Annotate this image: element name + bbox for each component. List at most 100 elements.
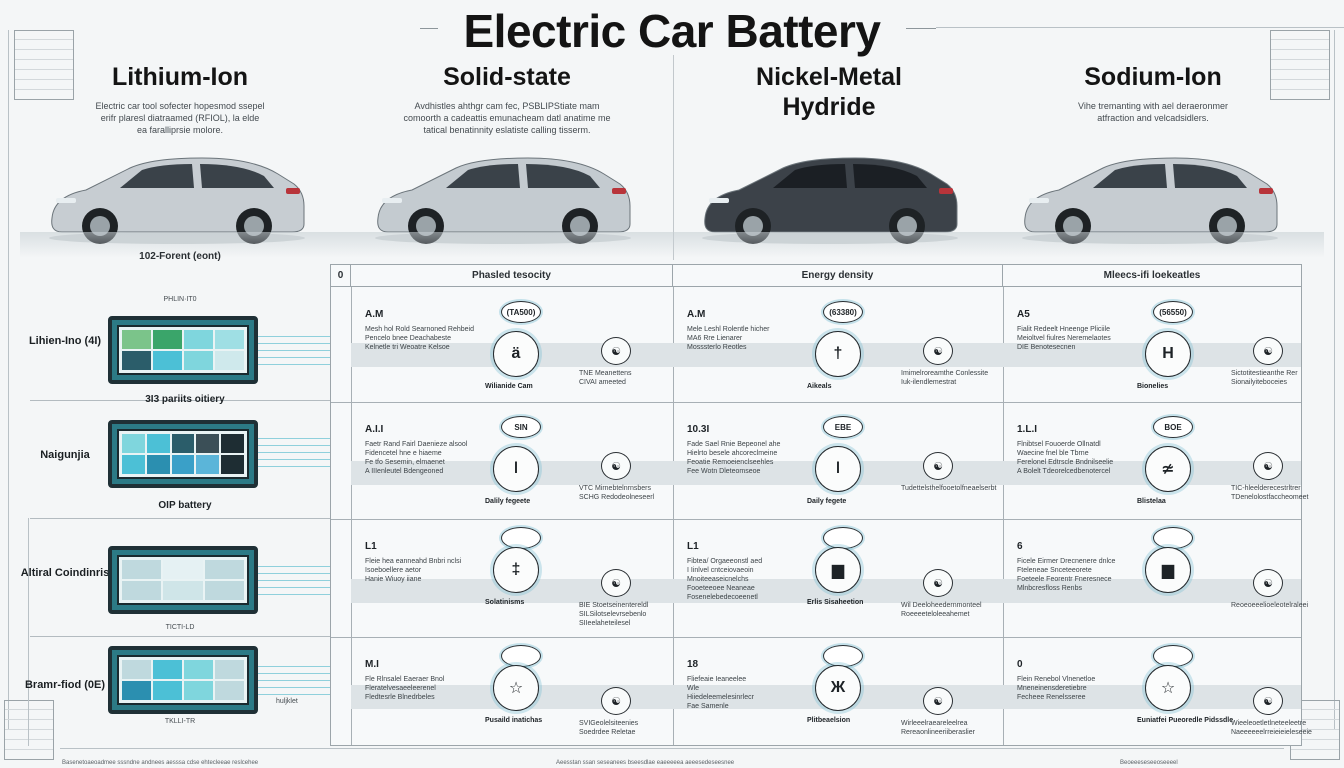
component-icon: ☯ <box>601 337 631 365</box>
value-badge-empty <box>823 527 863 549</box>
table-header: 0 Phasled tesocity Energy density Mleecs… <box>331 265 1301 287</box>
battery-tiny-caption: TKLLI-TR <box>164 718 196 725</box>
note-line: Roeeeeteloleeahemet <box>901 611 970 618</box>
note-line: SCHG Redodeolneseerl <box>579 494 655 501</box>
corner-decoration-tr <box>1270 30 1330 100</box>
component-icon: ☯ <box>601 687 631 715</box>
note-line: Sionailyiteboceies <box>1231 379 1288 386</box>
car-headlight <box>56 198 76 203</box>
icon-caption: Wilianide Cam <box>485 383 533 390</box>
battery-type-icon: † <box>815 331 861 377</box>
battery-type-icon: ▆ <box>1145 547 1191 593</box>
cell-line: Isoeboellere aetor <box>365 567 422 574</box>
note-line: Sictotitestieanthe Rer <box>1231 370 1298 377</box>
icon-caption: Dalily fegeete <box>485 498 531 505</box>
cell-code: 0 <box>1017 659 1023 670</box>
desc-line: atfraction and velcadsidlers. <box>1097 113 1209 123</box>
note-line: SILSilotselevrsebenlo <box>579 611 647 618</box>
car-window <box>526 164 600 188</box>
cell-line: Fidencetel hne e hiaeme <box>365 450 442 457</box>
column-description: Electric car tool sofecter hopesmod ssep… <box>30 100 330 136</box>
battery-type-icon: ‡ <box>493 547 539 593</box>
column-header-lithium-ion: Lithium-Ion Electric car tool sofecter h… <box>30 62 330 136</box>
value-badge-empty <box>823 645 863 667</box>
battery-pack-1 <box>108 316 258 384</box>
battery-type-icon: Ж <box>815 665 861 711</box>
row-separator <box>30 400 330 401</box>
cell-code: A.I.I <box>365 424 384 435</box>
battery-wires <box>258 330 330 370</box>
cell-line: Fe tfo Sesemin, elmaenet <box>365 459 445 466</box>
icon-caption: Blistelaa <box>1137 498 1166 505</box>
cell-code: L1 <box>365 541 377 552</box>
battery-wires <box>258 660 330 700</box>
desc-line: ea faralliprsie molore. <box>136 125 224 135</box>
table-header-col: Phasled tesocity <box>351 265 673 287</box>
battery-cells <box>117 325 249 375</box>
cell-line: Hanie Wiuoy iiane <box>365 576 422 583</box>
cell-code: A5 <box>1017 309 1030 320</box>
column-description: Avdhistles ahthgr cam fec, PSBLIPStiate … <box>357 100 657 136</box>
component-icon: ☯ <box>1253 687 1283 715</box>
right-caption: huljklet <box>276 698 298 705</box>
icon-caption: Bionelies <box>1137 383 1169 390</box>
cell-code: 18 <box>687 659 699 670</box>
cell-line: Foeteele Feorentr Fneresnece <box>1017 576 1112 583</box>
car-floor-shadow <box>20 232 1324 258</box>
cell-line: Fee Wotn Dleteomseoe <box>687 468 761 475</box>
note-line: Wil Deeloheedernmonteel <box>901 602 982 609</box>
cell-line: I Iinlvel cntceiovaeoin <box>687 567 754 574</box>
note-line: CIVAI ameeted <box>579 379 626 386</box>
cell-line: Mlnbcresfloss Renbs <box>1017 585 1082 592</box>
cell-line: Hielrto besele ahcoreclmeine <box>687 450 778 457</box>
note-line: BIE Stoetseinentereldl <box>579 602 649 609</box>
battery-cells <box>117 429 249 479</box>
row-separator <box>30 518 330 519</box>
icon-caption: Euniatfei Pueoredle Pidssdle <box>1137 717 1234 724</box>
form-label: 102-Forent (eont) <box>139 251 221 262</box>
battery-tiny-caption: TICTI-LD <box>165 624 195 631</box>
car-headlight <box>382 198 402 203</box>
cell-code: A.M <box>365 309 384 320</box>
cell-line: Fle Rlnsalel Eaeraer Bnol <box>365 676 445 683</box>
component-icon: ☯ <box>923 687 953 715</box>
cell-line: Fleie hea eanneahd Bnbri nclsi <box>365 558 462 565</box>
cell-line: MA6 Rre Lienarer <box>687 335 743 342</box>
cell-line: A Bolelt Tdeorelcedbenotercel <box>1017 468 1111 475</box>
corner-decoration-bl <box>4 700 54 760</box>
cell-code: M.I <box>365 659 379 670</box>
battery-wires <box>258 560 330 600</box>
value-badge-empty <box>1153 527 1193 549</box>
row-separator <box>30 636 330 637</box>
table-vline <box>351 287 352 745</box>
battery-type-icon: ǀ <box>493 446 539 492</box>
cell-line: Fade Sael Rnie Bepeonel ahe <box>687 441 781 448</box>
car-taillight <box>1259 188 1273 194</box>
cell-code: 10.3I <box>687 424 710 435</box>
cell-line: Mneneinensderetiebre <box>1017 685 1087 692</box>
cell-line: Feoatie Remoeienclseehles <box>687 459 774 466</box>
car-taillight <box>286 188 300 194</box>
battery-type-icon: ☆ <box>1145 665 1191 711</box>
car-window <box>446 164 520 188</box>
frame-right-line <box>1334 30 1335 730</box>
note-line: Iuk-ilendlemestrat <box>901 379 957 386</box>
car-taillight <box>612 188 626 194</box>
note-line: SIIeelaheteilesel <box>579 620 631 627</box>
battery-pack-4 <box>108 646 258 714</box>
car-window <box>1173 164 1247 188</box>
value-badge-empty <box>1153 645 1193 667</box>
